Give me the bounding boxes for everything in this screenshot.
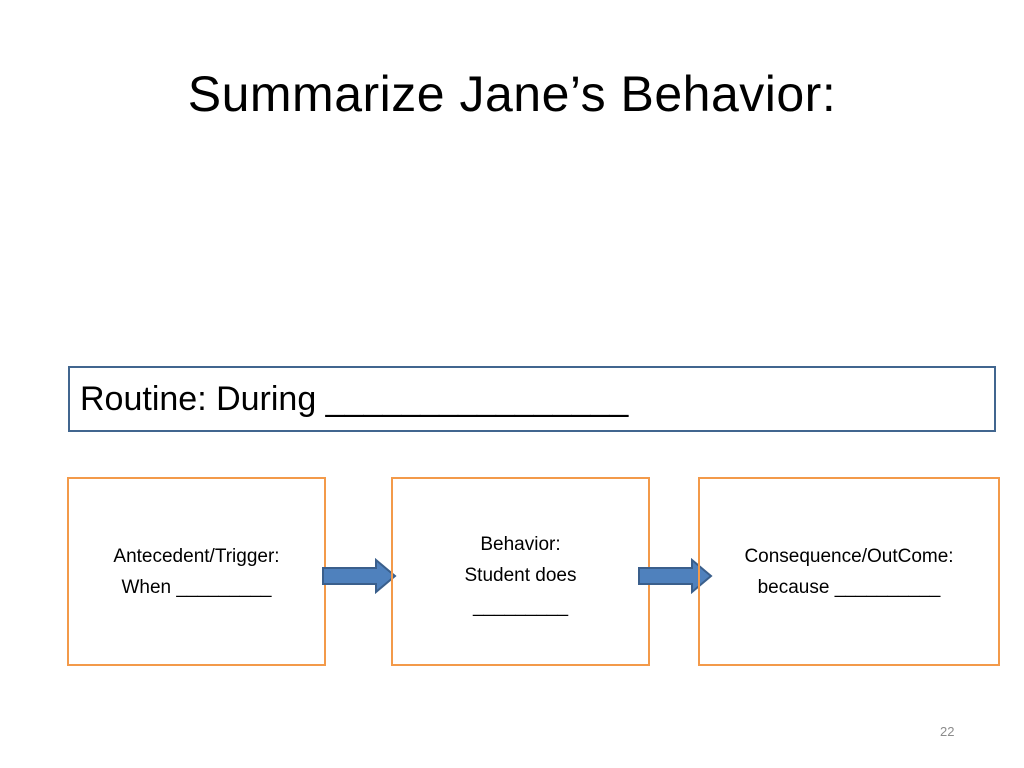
right-arrow-icon <box>638 558 713 594</box>
behavior-heading: Behavior: <box>480 534 561 555</box>
routine-text: Routine: During ________________ <box>80 379 629 418</box>
consequence-heading: Consequence/OutCome: <box>744 545 954 567</box>
right-arrow-icon <box>322 558 397 594</box>
consequence-box: Consequence/OutCome: because __________ <box>698 477 1000 666</box>
antecedent-text: When _________ <box>121 576 272 598</box>
antecedent-box: Antecedent/Trigger: When _________ <box>67 477 326 666</box>
routine-box: Routine: During ________________ <box>68 366 996 432</box>
consequence-text: because __________ <box>757 576 941 598</box>
behavior-blank-line: _________ <box>472 596 569 617</box>
page-number: 22 <box>940 724 955 739</box>
slide-title: Summarize Jane’s Behavior: <box>187 66 837 122</box>
behavior-box: Behavior: Student does _________ <box>391 477 650 666</box>
behavior-text-line: Student does <box>464 565 577 586</box>
antecedent-heading: Antecedent/Trigger: <box>113 545 280 567</box>
